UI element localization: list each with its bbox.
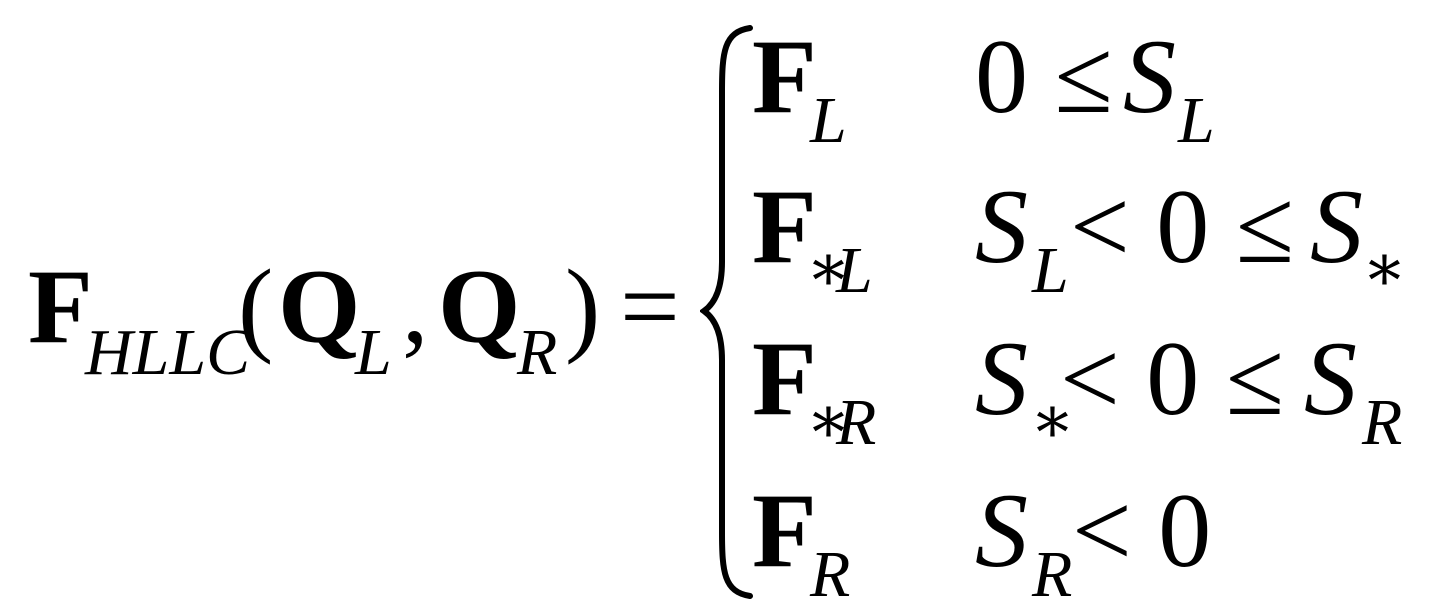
flux-subscript: HLLC <box>85 316 251 389</box>
case-flux-subscript: R <box>836 386 877 459</box>
left-brace-icon <box>700 25 753 599</box>
case-condition-relation: < 0 ≤ <box>1060 320 1284 437</box>
case-condition-relation: < 0 ≤ <box>1070 168 1294 285</box>
case-flux-symbol: F <box>752 18 817 135</box>
q-left-subscript: L <box>355 316 392 389</box>
case-flux-star: ∗ <box>806 384 851 457</box>
case-flux-subscript: R <box>810 538 851 611</box>
case-flux-symbol: F <box>752 320 817 437</box>
equals-sign: = <box>620 248 680 365</box>
open-paren: ( <box>238 248 274 365</box>
comma: , <box>402 248 429 365</box>
case-condition-subscript: L <box>1178 84 1215 157</box>
case-flux-subscript: L <box>810 84 847 157</box>
q-left-symbol: Q <box>278 248 361 365</box>
case-flux-star: ∗ <box>806 232 851 305</box>
case-condition-s: S <box>1310 168 1363 285</box>
case-condition-s: S <box>975 472 1028 589</box>
case-condition-s: S <box>1123 18 1176 135</box>
case-condition-relation: 0 ≤ <box>975 18 1113 135</box>
case-condition-s: S <box>1304 320 1357 437</box>
case-condition-subscript: R <box>1362 386 1403 459</box>
q-right-subscript: R <box>517 316 558 389</box>
case-flux-subscript: L <box>836 234 873 307</box>
case-condition-subscript: ∗ <box>1030 384 1075 457</box>
case-flux-symbol: F <box>752 472 817 589</box>
case-flux-symbol: F <box>752 168 817 285</box>
case-condition-s: S <box>975 168 1028 285</box>
case-condition-relation: < 0 <box>1072 472 1212 589</box>
case-condition-subscript: R <box>1032 538 1073 611</box>
flux-symbol: F <box>28 248 93 365</box>
case-condition-s: S <box>975 320 1028 437</box>
close-paren: ) <box>565 248 601 365</box>
q-right-symbol: Q <box>438 248 521 365</box>
case-condition-subscript: L <box>1032 234 1069 307</box>
case-condition-subscript: ∗ <box>1362 232 1407 305</box>
